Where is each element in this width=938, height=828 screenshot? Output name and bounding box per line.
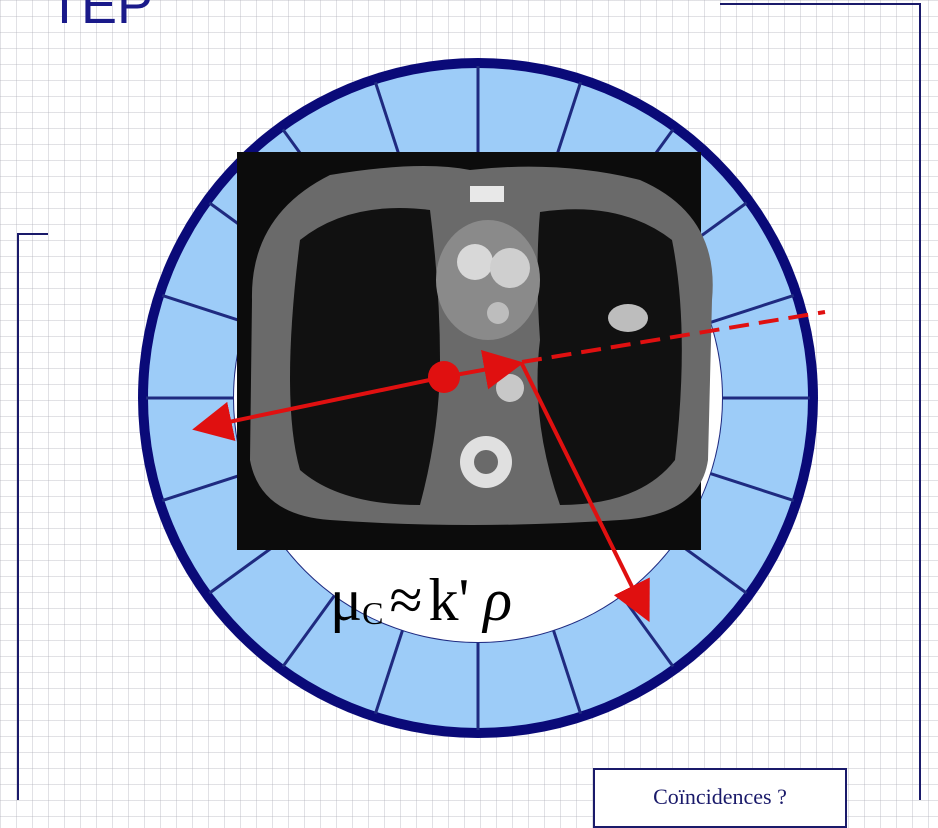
- mu-subscript: C: [362, 595, 383, 631]
- annihilation-point: [428, 361, 460, 393]
- page-title: TEP: [48, 0, 153, 32]
- ct-scan-image: [237, 152, 713, 550]
- caption-box: Coïncidences ?: [593, 768, 847, 828]
- attenuation-formula: μC≈k'ρ: [330, 570, 512, 630]
- approx-symbol: ≈: [390, 567, 423, 633]
- mu-symbol: μ: [330, 567, 362, 633]
- constant-symbol: k': [428, 567, 469, 633]
- slide: TEP μC≈k'ρ Coïncidences ?: [0, 0, 938, 800]
- rho-symbol: ρ: [483, 567, 512, 633]
- pet-diagram: [0, 0, 938, 800]
- left-bracket-line: [18, 234, 48, 800]
